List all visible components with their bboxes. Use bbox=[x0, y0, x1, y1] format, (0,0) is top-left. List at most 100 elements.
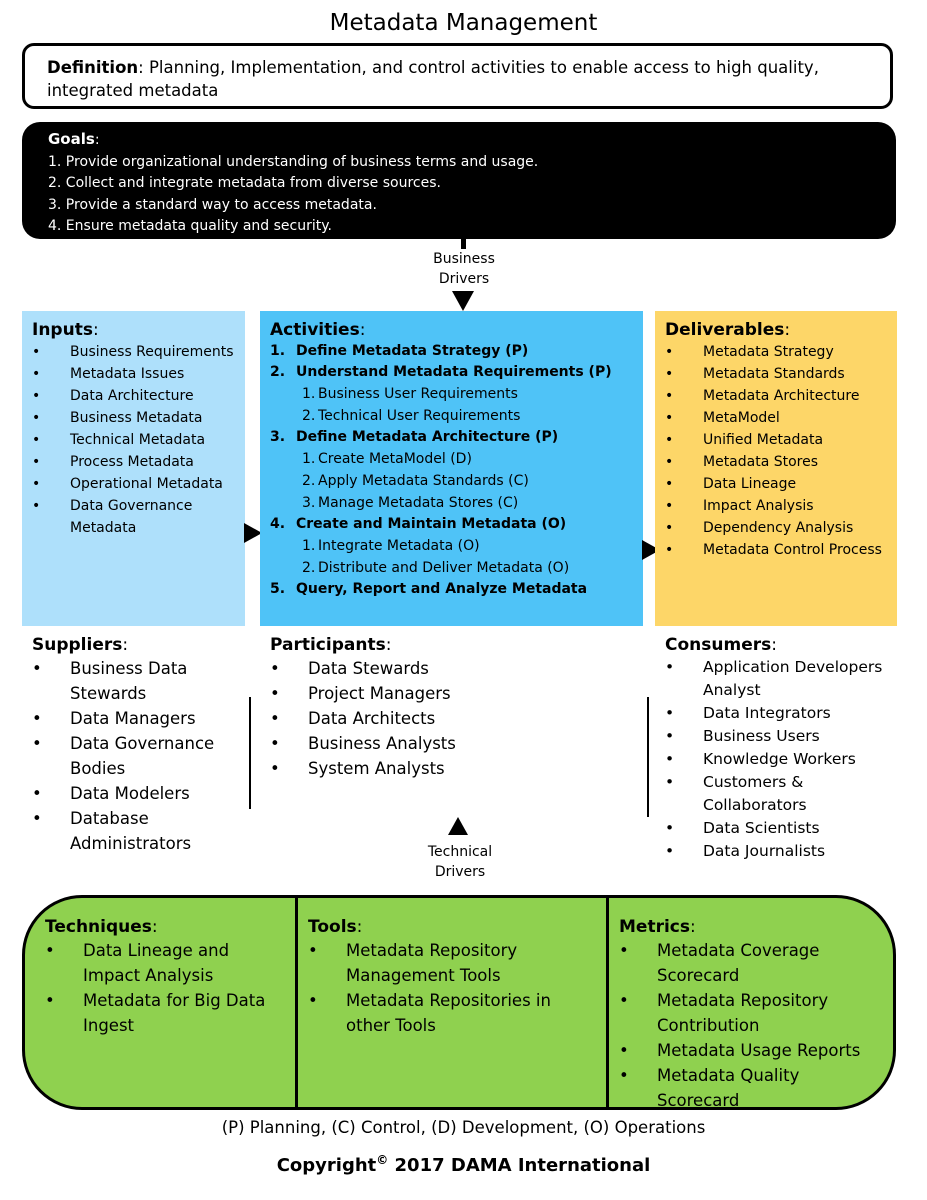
metrics-list: Metadata Coverage Scorecard Metadata Rep… bbox=[619, 938, 869, 1113]
list-item: Business Data Stewards bbox=[32, 656, 232, 706]
technical-drivers-label: Technical Drivers bbox=[427, 844, 493, 880]
deliverables-label: Deliverables bbox=[665, 320, 785, 340]
activity-subitem: 1.Integrate Metadata (O) bbox=[302, 538, 480, 554]
activity-item: 1.Define Metadata Strategy (P) bbox=[270, 343, 529, 359]
list-item: Metadata Strategy bbox=[665, 341, 887, 363]
goal-item: 1. Provide organizational understanding … bbox=[48, 153, 539, 170]
activity-sublist: 1.Integrate Metadata (O) 2.Distribute an… bbox=[270, 535, 633, 579]
consumers-section: Consumers: Application Developers Analys… bbox=[655, 634, 905, 863]
list-item: Metadata Control Process bbox=[665, 539, 887, 561]
suppliers-section: Suppliers: Business Data Stewards Data M… bbox=[22, 634, 242, 856]
list-item: Metadata Repository Management Tools bbox=[308, 938, 598, 988]
list-item: Business Users bbox=[665, 725, 895, 748]
activity-subitem: 1.Create MetaModel (D) bbox=[302, 451, 472, 467]
inputs-list: Business Requirements Metadata Issues Da… bbox=[32, 341, 235, 539]
list-item: Data Stewards bbox=[270, 656, 630, 681]
list-item: Business Metadata bbox=[32, 407, 235, 429]
technical-drivers-arrow-icon bbox=[448, 817, 468, 835]
definition-text: : Planning, Implementation, and control … bbox=[47, 58, 819, 100]
goals-box: Goals: 1. Provide organizational underst… bbox=[22, 122, 896, 239]
suppliers-list: Business Data Stewards Data Managers Dat… bbox=[32, 656, 232, 856]
list-item: MetaModel bbox=[665, 407, 887, 429]
list-item: Data Governance Bodies bbox=[32, 731, 232, 781]
list-item: Data Lineage bbox=[665, 473, 887, 495]
techniques-tools-metrics-panel: Techniques: Data Lineage and Impact Anal… bbox=[22, 895, 896, 1110]
metrics-column: Metrics: Metadata Coverage Scorecard Met… bbox=[609, 898, 879, 1110]
activity-item: 2.Understand Metadata Requirements (P) bbox=[270, 364, 612, 380]
divider bbox=[606, 898, 609, 1107]
list-item: Data Governance Metadata bbox=[32, 495, 235, 539]
activity-subitem: 2.Apply Metadata Standards (C) bbox=[302, 473, 529, 489]
consumers-label: Consumers bbox=[665, 635, 772, 655]
list-item: Data Architecture bbox=[32, 385, 235, 407]
list-item: Customers & Collaborators bbox=[665, 771, 895, 817]
list-item: Database Administrators bbox=[32, 806, 232, 856]
list-item: Knowledge Workers bbox=[665, 748, 895, 771]
definition-label: Definition bbox=[47, 58, 139, 77]
list-item: Dependency Analysis bbox=[665, 517, 887, 539]
list-item: Metadata for Big Data Ingest bbox=[45, 988, 287, 1038]
divider bbox=[647, 697, 649, 817]
activity-item: 5.Query, Report and Analyze Metadata bbox=[270, 581, 588, 597]
activity-subitem: 2.Distribute and Deliver Metadata (O) bbox=[302, 560, 570, 576]
page-title: Metadata Management bbox=[329, 10, 598, 36]
goal-item: 2. Collect and integrate metadata from d… bbox=[48, 175, 441, 191]
activities-box: Activities: 1.Define Metadata Strategy (… bbox=[260, 311, 643, 626]
list-item: Business Analysts bbox=[270, 731, 630, 756]
activity-subitem: 2.Technical User Requirements bbox=[302, 408, 521, 424]
tools-column: Tools: Metadata Repository Management To… bbox=[298, 898, 608, 1107]
list-item: Metadata Repository Contribution bbox=[619, 988, 869, 1038]
divider bbox=[249, 697, 251, 809]
metrics-label: Metrics bbox=[619, 917, 690, 937]
inputs-label: Inputs bbox=[32, 320, 93, 340]
legend-text: (P) Planning, (C) Control, (D) Developme… bbox=[221, 1118, 706, 1137]
inputs-to-activities-arrow-icon bbox=[244, 523, 262, 543]
list-item: Metadata Standards bbox=[665, 363, 887, 385]
list-item: Unified Metadata bbox=[665, 429, 887, 451]
list-item: Data Integrators bbox=[665, 702, 895, 725]
list-item: Metadata Quality Scorecard bbox=[619, 1063, 869, 1113]
techniques-column: Techniques: Data Lineage and Impact Anal… bbox=[25, 898, 297, 1107]
divider bbox=[295, 898, 298, 1107]
list-item: Metadata Usage Reports bbox=[619, 1038, 869, 1063]
list-item: Data Architects bbox=[270, 706, 630, 731]
participants-section: Participants: Data Stewards Project Mana… bbox=[260, 634, 640, 781]
activities-list: 1.Define Metadata Strategy (P) 2.Underst… bbox=[270, 341, 633, 383]
activity-item: 4.Create and Maintain Metadata (O) bbox=[270, 516, 567, 532]
activity-sublist: 1.Create MetaModel (D) 2.Apply Metadata … bbox=[270, 448, 633, 514]
activity-item: 3.Define Metadata Architecture (P) bbox=[270, 429, 559, 445]
business-drivers-label: Business Drivers bbox=[433, 251, 495, 287]
techniques-label: Techniques bbox=[45, 917, 152, 937]
consumers-list: Application Developers Analyst Data Inte… bbox=[665, 656, 895, 863]
list-item: Application Developers Analyst bbox=[665, 656, 895, 702]
business-drivers-arrow-icon bbox=[452, 291, 474, 311]
list-item: Data Scientists bbox=[665, 817, 895, 840]
list-item: Data Modelers bbox=[32, 781, 232, 806]
list-item: Impact Analysis bbox=[665, 495, 887, 517]
participants-list: Data Stewards Project Managers Data Arch… bbox=[270, 656, 630, 781]
inputs-box: Inputs: Business Requirements Metadata I… bbox=[22, 311, 245, 626]
activity-subitem: 3.Manage Metadata Stores (C) bbox=[302, 495, 519, 511]
tools-list: Metadata Repository Management Tools Met… bbox=[308, 938, 598, 1038]
activity-subitem: 1.Business User Requirements bbox=[302, 386, 518, 402]
tools-label: Tools bbox=[308, 917, 357, 937]
list-item: Data Lineage and Impact Analysis bbox=[45, 938, 287, 988]
copyright-text: Copyright© 2017 DAMA International bbox=[276, 1153, 651, 1176]
deliverables-list: Metadata Strategy Metadata Standards Met… bbox=[665, 341, 887, 561]
list-item: System Analysts bbox=[270, 756, 630, 781]
list-item: Technical Metadata bbox=[32, 429, 235, 451]
list-item: Data Journalists bbox=[665, 840, 895, 863]
business-drivers-stem bbox=[461, 239, 466, 249]
goal-item: 3. Provide a standard way to access meta… bbox=[48, 196, 377, 213]
list-item: Project Managers bbox=[270, 681, 630, 706]
list-item: Metadata Issues bbox=[32, 363, 235, 385]
list-item: Metadata Architecture bbox=[665, 385, 887, 407]
list-item: Data Managers bbox=[32, 706, 232, 731]
participants-label: Participants bbox=[270, 635, 386, 655]
goals-label: Goals bbox=[48, 130, 95, 148]
activities-label: Activities bbox=[270, 320, 360, 340]
goal-item: 4. Ensure metadata quality and security. bbox=[48, 218, 332, 234]
list-item: Process Metadata bbox=[32, 451, 235, 473]
techniques-list: Data Lineage and Impact Analysis Metadat… bbox=[45, 938, 287, 1038]
list-item: Operational Metadata bbox=[32, 473, 235, 495]
